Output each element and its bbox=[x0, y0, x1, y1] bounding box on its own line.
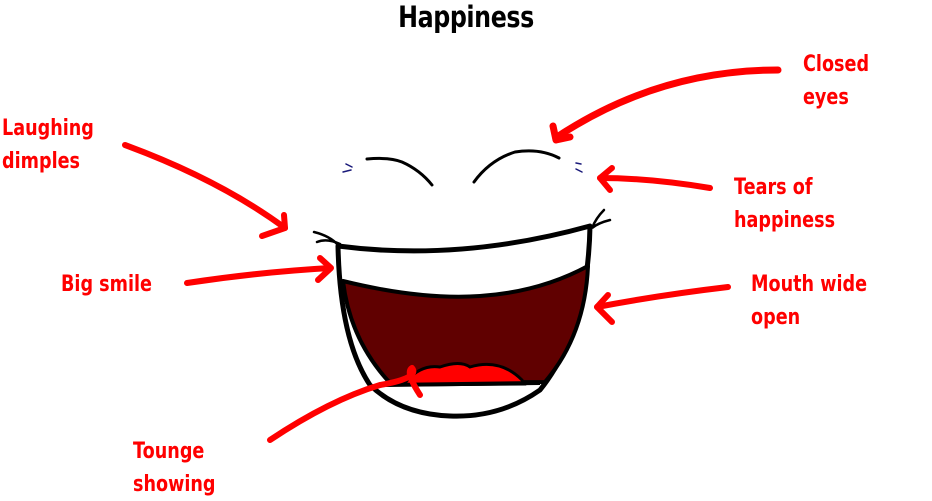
arrow-big-smile bbox=[184, 265, 333, 286]
arrow-tongue bbox=[267, 365, 423, 443]
tear-left-icon bbox=[342, 163, 353, 173]
dimple-right-icon bbox=[590, 208, 612, 229]
closed-eye-right-icon bbox=[472, 149, 561, 184]
label-tongue-showing: Tounge showing bbox=[133, 439, 216, 497]
label-big-smile: Big smile bbox=[61, 272, 152, 297]
diagram-title: Happiness bbox=[398, 0, 534, 34]
annotation-arrows bbox=[122, 66, 782, 443]
arrow-closed-eyes bbox=[556, 66, 782, 139]
closed-eye-left-icon bbox=[365, 156, 434, 187]
arrow-mouth-open bbox=[594, 284, 731, 310]
arrow-tears bbox=[597, 175, 713, 191]
label-laughing-dimples: Laughing dimples bbox=[2, 116, 94, 174]
label-tears-of-happiness: Tears of happiness bbox=[734, 175, 836, 233]
label-mouth-wide-open: Mouth wide open bbox=[751, 272, 868, 330]
tear-right-icon bbox=[575, 162, 583, 173]
dimple-left-icon bbox=[312, 230, 342, 247]
label-closed-eyes: Closed eyes bbox=[803, 52, 870, 110]
arrow-laughing-dimples bbox=[122, 142, 288, 231]
